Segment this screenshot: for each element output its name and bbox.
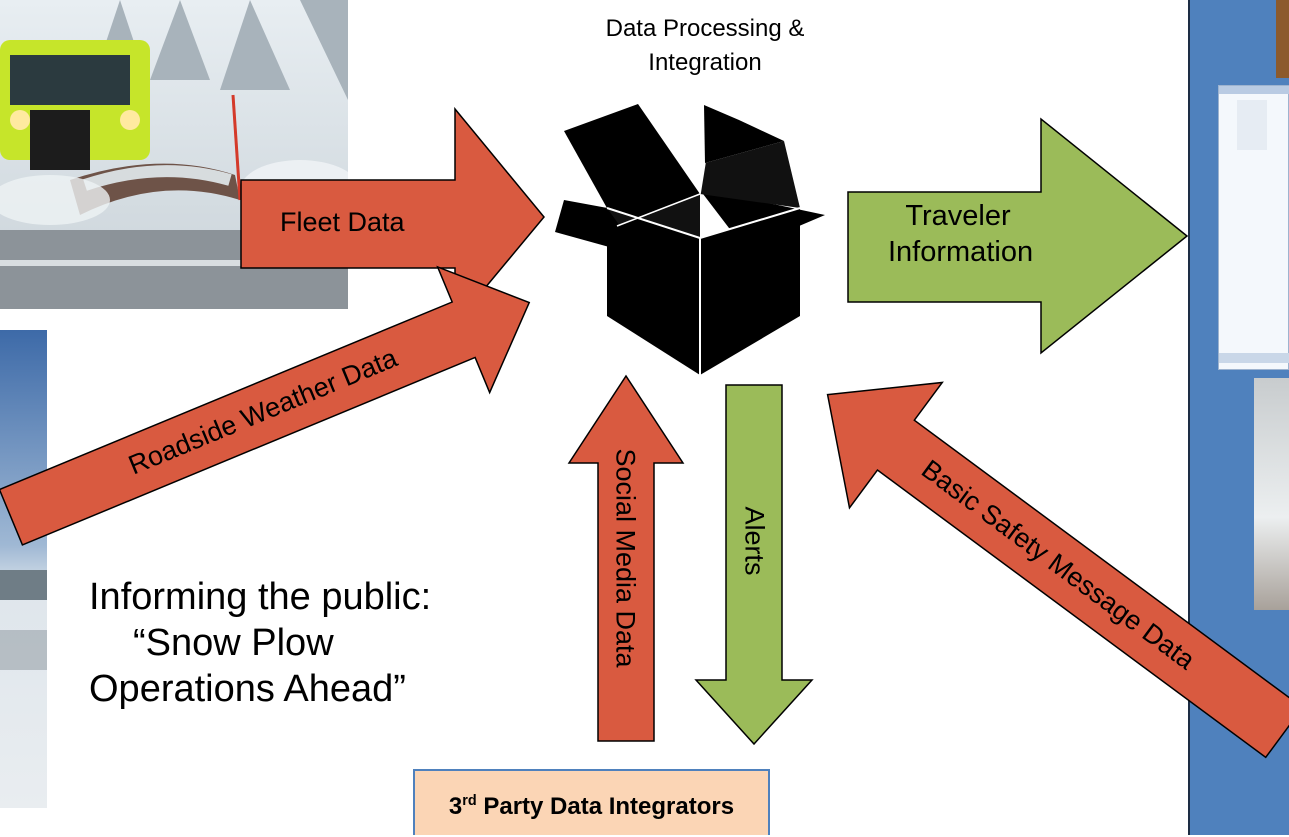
fleet-data-arrow <box>240 106 545 327</box>
alerts-label: Alerts <box>739 506 770 576</box>
traveler-info-arrow <box>847 117 1189 355</box>
snowy-landscape-photo <box>0 330 47 808</box>
basic-safety-message-arrow <box>826 381 1289 759</box>
diagram-title: Data Processing & Integration <box>520 12 890 80</box>
roadside-weather-arrow <box>0 265 531 546</box>
title-line-1: Data Processing & <box>605 15 805 42</box>
panel-photo-top <box>1276 0 1289 78</box>
open-box-icon <box>555 104 825 375</box>
fleet-data-label: Fleet Data <box>280 207 405 237</box>
third-party-ordinal: 3 <box>448 793 463 820</box>
social-media-label: Social Media Data <box>610 448 641 668</box>
public-line-2: “Snow Plow <box>133 622 334 664</box>
title-line-2: Integration <box>648 49 762 76</box>
traveler-line-1: Traveler <box>905 200 1011 232</box>
snow-road-photo <box>1254 378 1289 610</box>
public-line-1: Informing the public: <box>89 576 432 618</box>
public-info-text: Informing the public: “Snow Plow Operati… <box>89 574 431 712</box>
alerts-arrow <box>694 384 814 746</box>
social-media-arrow <box>567 374 685 742</box>
traveler-info-label: Traveler Information <box>888 198 1034 270</box>
traveler-line-2: Information <box>888 236 1034 268</box>
public-line-3: Operations Ahead” <box>89 668 406 710</box>
third-party-suffix: rd <box>462 793 477 809</box>
third-party-box: 3rd Party Data Integrators <box>413 769 770 835</box>
third-party-label: Party Data Integrators <box>476 793 735 820</box>
screenshot-thumbnail <box>1218 85 1289 370</box>
